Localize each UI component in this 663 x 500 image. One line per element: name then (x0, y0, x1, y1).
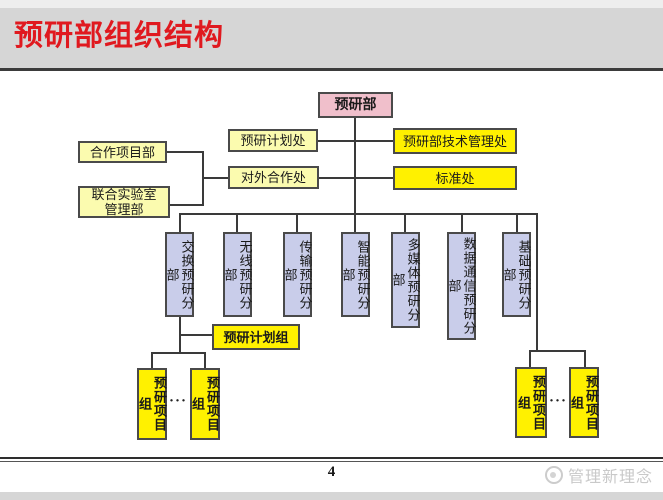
box-division-data-comm: 数据通信预研分部 (447, 232, 477, 340)
connector-coop-project-dept (167, 151, 204, 153)
box-standards-office: 标准处 (393, 166, 517, 190)
box-division-multimedia: 多媒体预研分部 (391, 232, 421, 328)
connector-stub-division-2 (236, 213, 238, 232)
title-bar: 预研部组织结构 (0, 0, 663, 68)
connector-right-project-bracket (529, 350, 586, 352)
connector-right-drop-vline (536, 213, 538, 352)
box-tech-management-office: 预研部技术管理处 (393, 128, 517, 154)
box-project-group-3: 预研项目组 (515, 367, 547, 438)
box-project-group-4: 预研项目组 (569, 367, 599, 438)
box-planning-office: 预研计划处 (228, 129, 318, 152)
box-division-transmission: 传输预研分部 (283, 232, 313, 317)
connector-tech-office (355, 140, 393, 142)
connector-joint-lab-dept (170, 204, 204, 206)
connector-right-project-drop-1 (529, 350, 531, 367)
box-project-group-1: 预研项目组 (137, 368, 167, 440)
box-external-cooperation-office: 对外合作处 (228, 166, 319, 189)
box-planning-group: 预研计划组 (212, 324, 300, 350)
connector-stub-division-3 (296, 213, 298, 232)
box-joint-lab-management-dept: 联合实验室管理部 (78, 186, 170, 218)
connector-divisions-rail (179, 213, 538, 215)
connector-cooperation-office (319, 177, 355, 179)
watermark: 管理新理念 (544, 463, 653, 487)
bottom-strip (0, 492, 663, 500)
watermark-logo-icon (544, 466, 563, 484)
watermark-text: 管理新理念 (567, 469, 653, 486)
connector-left-project-drop-1 (151, 352, 153, 368)
connector-bracket-to-cooperation (202, 177, 228, 179)
connector-root-vline (354, 118, 356, 215)
connector-left-project-drop-2 (204, 352, 206, 368)
footer-rule-thick (0, 457, 663, 459)
connector-stub-division-4 (354, 213, 356, 232)
box-project-group-2: 预研项目组 (190, 368, 220, 440)
ellipsis-left: ··· (169, 393, 188, 409)
connector-stub-division-5 (404, 213, 406, 232)
footer-rule-thin (0, 461, 663, 462)
box-division-wireless: 无线预研分部 (223, 232, 253, 317)
box-division-switching: 交换预研分部 (165, 232, 195, 317)
connector-stub-division-6 (461, 213, 463, 232)
connector-planning-office (318, 140, 355, 142)
ellipsis-right: ··· (549, 393, 568, 409)
page-number: 4 (327, 464, 336, 480)
connector-planning-group (180, 334, 213, 336)
box-root-pre-research-dept: 预研部 (318, 92, 393, 118)
connector-stub-division-1 (179, 213, 181, 232)
page-title: 预研部组织结构 (14, 20, 225, 52)
connector-standards-office (355, 177, 393, 179)
connector-stub-division-7 (516, 213, 518, 232)
connector-left-project-bracket (151, 352, 206, 354)
box-division-intelligent: 智能预研分部 (341, 232, 371, 317)
connector-right-project-drop-2 (584, 350, 586, 367)
box-cooperation-project-dept: 合作项目部 (78, 141, 167, 163)
box-division-basic: 基础预研分部 (502, 232, 532, 317)
title-divider (0, 68, 663, 71)
